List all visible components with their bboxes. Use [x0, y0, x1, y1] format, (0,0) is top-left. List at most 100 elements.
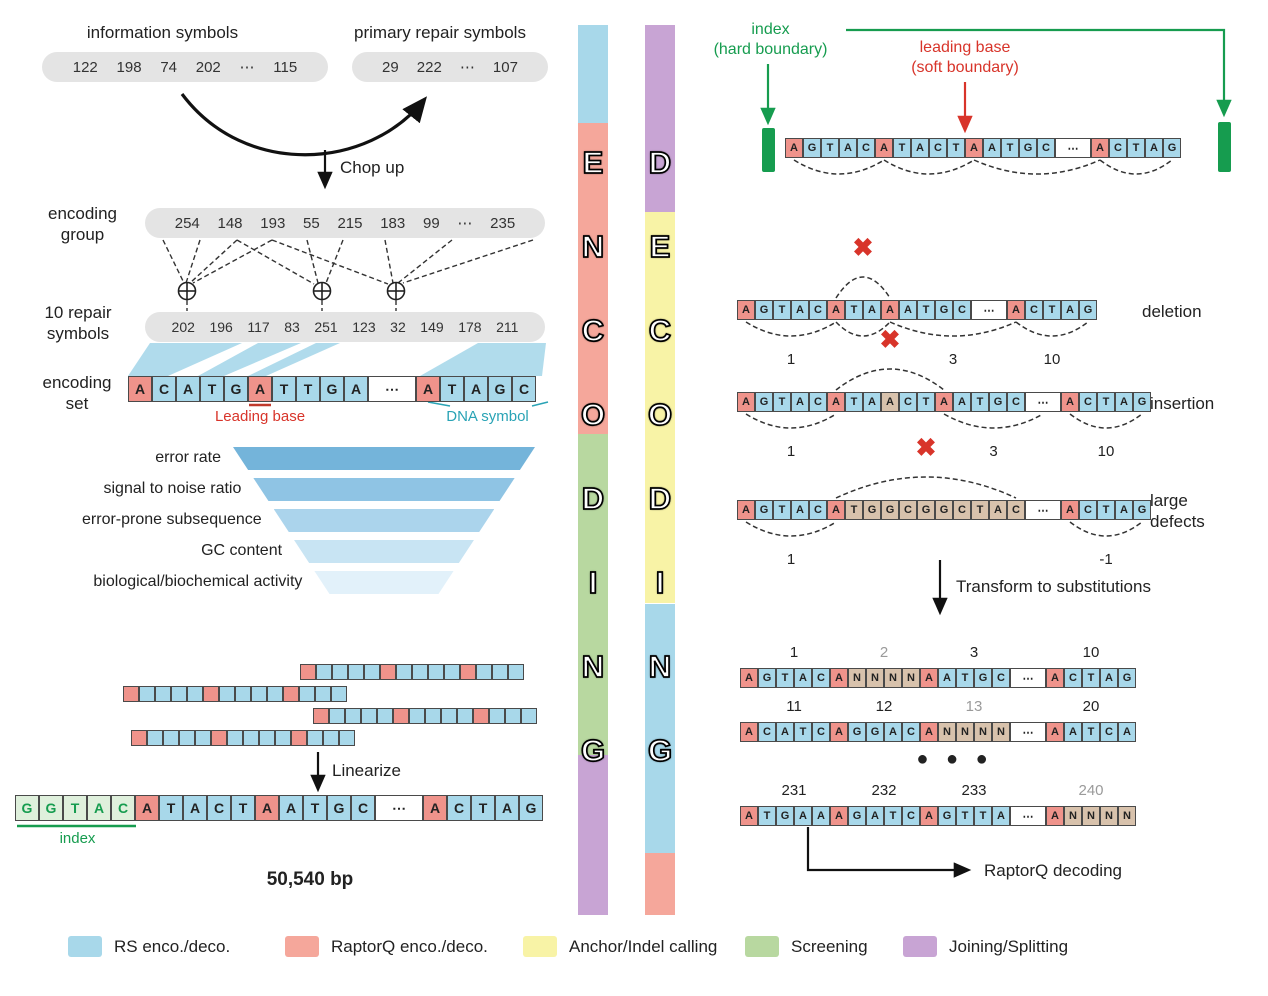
dna-cell: G — [1163, 138, 1181, 158]
dna-cell: C — [899, 500, 917, 520]
strand-cell — [243, 730, 259, 746]
strand-cell — [275, 730, 291, 746]
dna-cell: A — [863, 300, 881, 320]
dna-cell: C — [902, 722, 920, 742]
legend-label: Anchor/Indel calling — [569, 936, 718, 956]
block-number: 233 — [961, 782, 987, 799]
info-symbols-label: information symbols — [86, 23, 239, 42]
dna-cell: C — [812, 722, 830, 742]
dna-cell: T — [917, 300, 935, 320]
dna-cell: C — [758, 722, 776, 742]
dna-cell: T — [773, 500, 791, 520]
bar-letter: N — [581, 228, 605, 265]
dna-cell: C — [1037, 138, 1055, 158]
repair-symbol-value: 178 — [458, 319, 482, 335]
dna-symbol-pointer-lines — [427, 401, 549, 407]
anchor-arc — [1069, 521, 1143, 537]
encoding-group-value: 148 — [217, 214, 243, 232]
dna-cell: G — [519, 795, 543, 821]
strand-cell — [131, 730, 147, 746]
dna-cell: T — [1043, 300, 1061, 320]
dna-cell: A — [875, 138, 893, 158]
dna-cell: C — [857, 138, 875, 158]
strand-cell — [508, 664, 524, 680]
dna-cell: A — [911, 138, 929, 158]
arc-number-label: 10 — [1098, 443, 1115, 460]
bar-letter: E — [649, 228, 671, 265]
dna-cell: C — [1025, 300, 1043, 320]
info-symbol-value: 202 — [195, 58, 221, 76]
anchor-arc — [883, 159, 975, 175]
strand-cell — [163, 730, 179, 746]
strand-cell — [428, 664, 444, 680]
dna-cell: A — [464, 376, 488, 402]
anchor-arc — [745, 413, 837, 429]
funnel-band — [314, 571, 454, 594]
strand-cell — [313, 708, 329, 724]
leading-boundary-label: leading base (soft boundary) — [911, 39, 1019, 76]
arc-number-label: 1 — [787, 351, 795, 368]
dna-cell: A — [989, 500, 1007, 520]
dna-cell: G — [863, 500, 881, 520]
dna-cell: A — [737, 392, 755, 412]
dna-cell: G — [848, 806, 866, 826]
bar-letter: D — [648, 480, 672, 517]
dna-cell: A — [495, 795, 519, 821]
error-x-icon: ✖ — [852, 234, 874, 262]
bar-letter: G — [580, 732, 606, 769]
dna-cell: T — [917, 392, 935, 412]
dna-cell: C — [1100, 722, 1118, 742]
dna-cell: T — [1127, 138, 1145, 158]
strand-cell — [139, 686, 155, 702]
arc-number-label: 1 — [787, 551, 795, 568]
funnel-label: GC content — [201, 542, 283, 559]
dna-cell: A — [1115, 500, 1133, 520]
dna-cell: A — [863, 392, 881, 412]
block-number: 232 — [871, 782, 897, 799]
funnel-band — [273, 509, 495, 532]
legend-item: Screening — [745, 936, 868, 957]
funnel-label: signal to noise ratio — [103, 480, 242, 497]
dna-cell: A — [965, 138, 983, 158]
ellipsis-rows: ● ● ● — [916, 748, 994, 770]
dna-cell: G — [1079, 300, 1097, 320]
dna-cell: C — [809, 392, 827, 412]
anchor-arcs — [793, 159, 1173, 175]
dna-cell: A — [899, 300, 917, 320]
stage-segment-blue — [578, 25, 608, 123]
repair-symbols-label: 10 repair symbols — [44, 303, 112, 344]
dna-cell: A — [866, 806, 884, 826]
bar-letter: N — [648, 648, 672, 685]
dna-cell: A — [920, 806, 938, 826]
dna-cell: A — [740, 668, 758, 688]
chop-up-label: Chop up — [340, 158, 405, 177]
dna-cell: C — [809, 300, 827, 320]
dna-cell: C — [152, 376, 176, 402]
strand-cell — [251, 686, 267, 702]
info-symbol-value: 198 — [116, 58, 142, 76]
strand-cell — [155, 686, 171, 702]
dna-cell: T — [63, 795, 87, 821]
dna-cell: G — [755, 300, 773, 320]
strand-cell — [227, 730, 243, 746]
primary-repair-value: ⋯ — [459, 59, 475, 76]
error-x-icon: ✖ — [915, 434, 937, 462]
dna-cell: G — [1133, 392, 1151, 412]
dna-cell: A — [920, 668, 938, 688]
strand-cell — [441, 708, 457, 724]
dna-cell: G — [776, 806, 794, 826]
dna-cell: T — [893, 138, 911, 158]
anchor-arc — [1015, 321, 1089, 337]
funnel-label: error rate — [155, 449, 221, 466]
dna-cell: G — [320, 376, 344, 402]
dna-cell: A — [830, 722, 848, 742]
blue-legend-swatch — [68, 936, 102, 957]
stage-segment-green — [578, 434, 608, 755]
